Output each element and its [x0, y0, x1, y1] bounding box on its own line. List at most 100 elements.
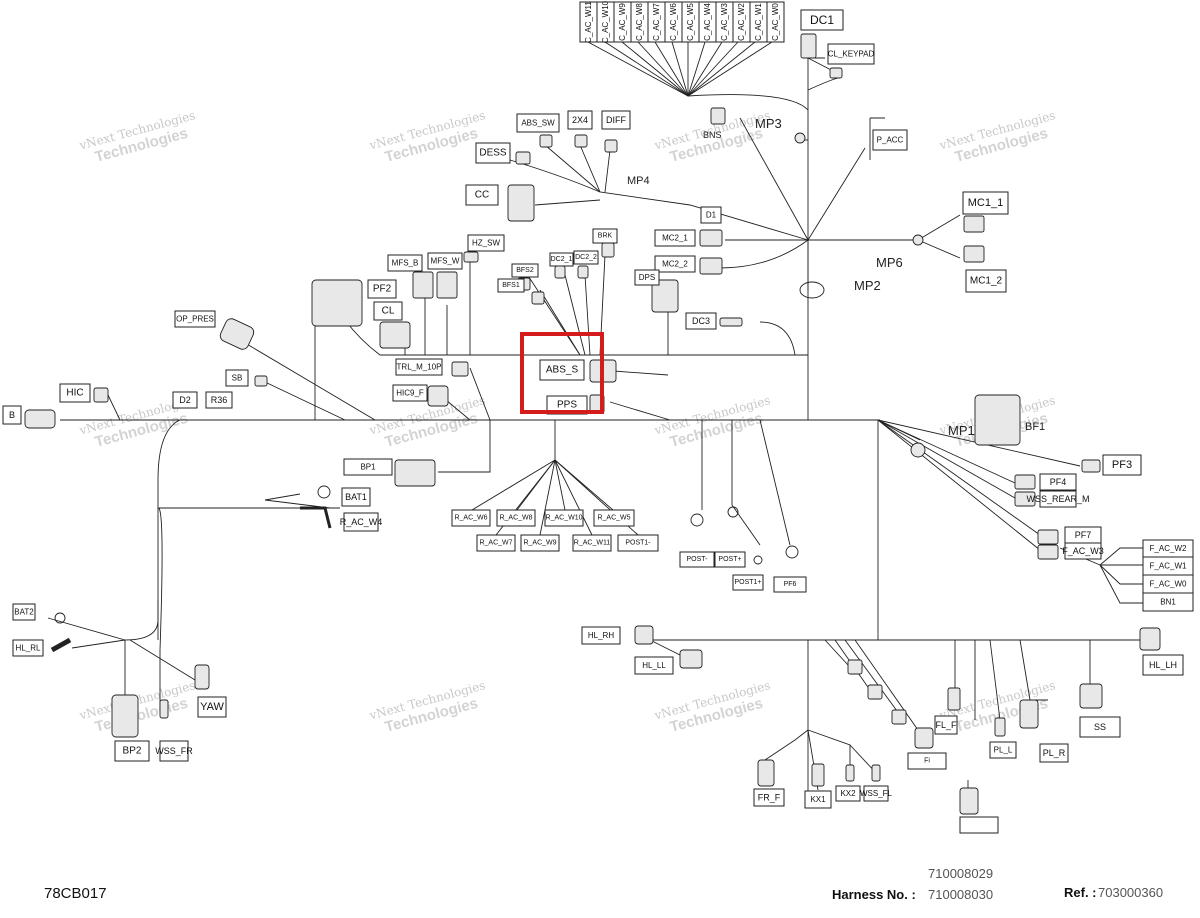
- connector-mfs-b: [412, 271, 434, 299]
- connector-wss-rear-m: [394, 459, 436, 487]
- svg-text:DC2_1: DC2_1: [551, 256, 573, 263]
- label-b: B: [2, 405, 22, 425]
- svg-text:F_AC_W3: F_AC_W3: [1062, 546, 1104, 556]
- label-bn1: BAT2: [12, 603, 36, 621]
- label-c-ac-w0: C_AC_W0: [766, 1, 785, 43]
- label-p-acc: P_ACC: [872, 129, 908, 151]
- c-ac-label-group: C_AC_W11 C_AC_W10 C_AC_W9 C_AC_W8 C_AC_W…: [579, 0, 785, 43]
- label-d1: D1: [700, 206, 722, 224]
- component-label-group: DC1 CL_KEYPAD P_ACC ABS_SW 2X4 DIFF DESS…: [2, 9, 1194, 834]
- label-abs-s: ABS_S: [539, 359, 585, 381]
- svg-text:YAW: YAW: [200, 701, 224, 713]
- svg-text:WSS_REAR_M: WSS_REAR_M: [1026, 494, 1089, 504]
- svg-text:POST-: POST-: [686, 556, 708, 563]
- svg-text:BP1: BP1: [360, 463, 376, 472]
- label-f-ac-w3: F_AC_W2: [1142, 539, 1194, 558]
- label-post1-plus: PF6: [773, 576, 807, 593]
- label-dlc: PF3: [1102, 454, 1142, 476]
- connector-ss: [194, 664, 210, 690]
- ref-label: Ref. :: [1064, 885, 1097, 900]
- svg-text:POST1-: POST1-: [625, 540, 651, 547]
- svg-text:R_AC_W11: R_AC_W11: [574, 540, 611, 547]
- label-bat2: HL_RL: [12, 639, 44, 657]
- label-r-ac-w11: POST1-: [617, 534, 659, 552]
- svg-text:C_AC_W11: C_AC_W11: [584, 1, 593, 43]
- connector-hl-ll: [1139, 627, 1161, 651]
- connector-bat1: [300, 506, 332, 529]
- svg-text:C_AC_W0: C_AC_W0: [771, 3, 780, 41]
- svg-text:KX1: KX1: [810, 795, 826, 804]
- svg-text:MFS_B: MFS_B: [392, 259, 419, 268]
- svg-text:MC2_1: MC2_1: [662, 234, 688, 243]
- svg-text:PF6: PF6: [784, 581, 797, 588]
- label-f-ac-w0: BN1: [1142, 592, 1194, 612]
- splice-label-group: MP3 BNS MP4 MP6 MP2 MP1 BF1: [627, 116, 1045, 438]
- svg-text:BAT2: BAT2: [14, 608, 34, 617]
- svg-text:SB: SB: [232, 374, 243, 383]
- svg-text:F_AC_W2: F_AC_W2: [1150, 544, 1187, 553]
- connector-mc1-1: [963, 215, 985, 233]
- label-hic: HIC: [59, 383, 91, 403]
- label-mp6: MP6: [876, 255, 903, 270]
- label-c-ac-w6: C_AC_W6: [664, 1, 683, 43]
- label-r-ac-w9: R_AC_W11: [572, 534, 612, 552]
- svg-text:BFS1: BFS1: [502, 282, 520, 289]
- connector-2x4: [574, 134, 588, 148]
- connector-wss-fr: [914, 727, 934, 749]
- svg-text:HZ_SW: HZ_SW: [472, 239, 500, 248]
- connector-kx2: [871, 764, 881, 782]
- connector-layer: [24, 33, 1161, 815]
- connector-mp3: [794, 132, 806, 144]
- svg-text:POST1+: POST1+: [734, 579, 761, 586]
- connector-mp1: [910, 442, 926, 458]
- label-pf7: F_AC_W3: [1062, 542, 1104, 560]
- svg-text:WSS_FR: WSS_FR: [155, 746, 193, 756]
- label-fr-f: KX1: [804, 790, 832, 809]
- diagram-code: 78CB017: [44, 885, 107, 902]
- label-c-ac-w7: C_AC_W7: [647, 1, 666, 43]
- label-fi: FL_F: [934, 715, 958, 735]
- connector-cc: [507, 184, 535, 222]
- svg-text:P_ACC: P_ACC: [877, 136, 904, 145]
- connector-hl-lh: [1079, 683, 1103, 709]
- svg-text:D1: D1: [706, 211, 717, 220]
- label-hl-rl: HL_RH: [581, 626, 621, 645]
- label-dps: DPS: [634, 269, 660, 286]
- label-c-ac-w9: C_AC_W9: [613, 1, 632, 43]
- label-r36: R36: [205, 391, 233, 409]
- svg-text:DC3: DC3: [692, 316, 710, 326]
- label-pf6: PF7: [1064, 526, 1102, 544]
- connector-mc2-2: [699, 257, 723, 275]
- svg-text:HL_LL: HL_LL: [642, 661, 666, 670]
- connector-post-minus: [727, 506, 739, 518]
- svg-text:F_AC_W0: F_AC_W0: [1150, 580, 1187, 589]
- connector-bn1: [54, 612, 66, 624]
- connector-hz-sw: [463, 251, 479, 263]
- svg-text:CL: CL: [382, 306, 395, 317]
- label-kx2: WSS_FL: [860, 785, 893, 802]
- svg-text:CL_KEYPAD: CL_KEYPAD: [828, 50, 875, 59]
- label-mfs-b: MFS_B: [387, 254, 423, 272]
- label-diff: DIFF: [601, 110, 631, 130]
- connector-dc2-1: [554, 265, 566, 279]
- label-pl-r: FR_F: [753, 788, 785, 807]
- connector-brk: [601, 242, 615, 258]
- svg-text:PF4: PF4: [1050, 477, 1067, 487]
- label-op-pres: OP_PRES: [174, 310, 216, 328]
- label-mp2: MP2: [854, 278, 881, 293]
- svg-text:PL_L: PL_L: [994, 746, 1013, 755]
- svg-text:BFS2: BFS2: [516, 267, 534, 274]
- label-r-ac-w4: R_AC_W6: [451, 509, 491, 527]
- connector-mc1-2: [963, 245, 985, 263]
- label-r-ac-w5: R_AC_W7: [476, 534, 516, 552]
- svg-text:PF7: PF7: [1075, 530, 1092, 540]
- label-mp4: MP4: [627, 175, 650, 187]
- svg-text:C_AC_W8: C_AC_W8: [635, 3, 644, 41]
- label-bfs1: BFS1: [497, 278, 525, 293]
- svg-text:C_AC_W4: C_AC_W4: [703, 3, 712, 41]
- connector-post1-minus: [690, 513, 704, 527]
- svg-text:DPS: DPS: [639, 273, 655, 282]
- svg-text:PL_R: PL_R: [1043, 748, 1066, 758]
- connector-dc1: [800, 33, 817, 59]
- label-pf2: PF2: [367, 279, 397, 299]
